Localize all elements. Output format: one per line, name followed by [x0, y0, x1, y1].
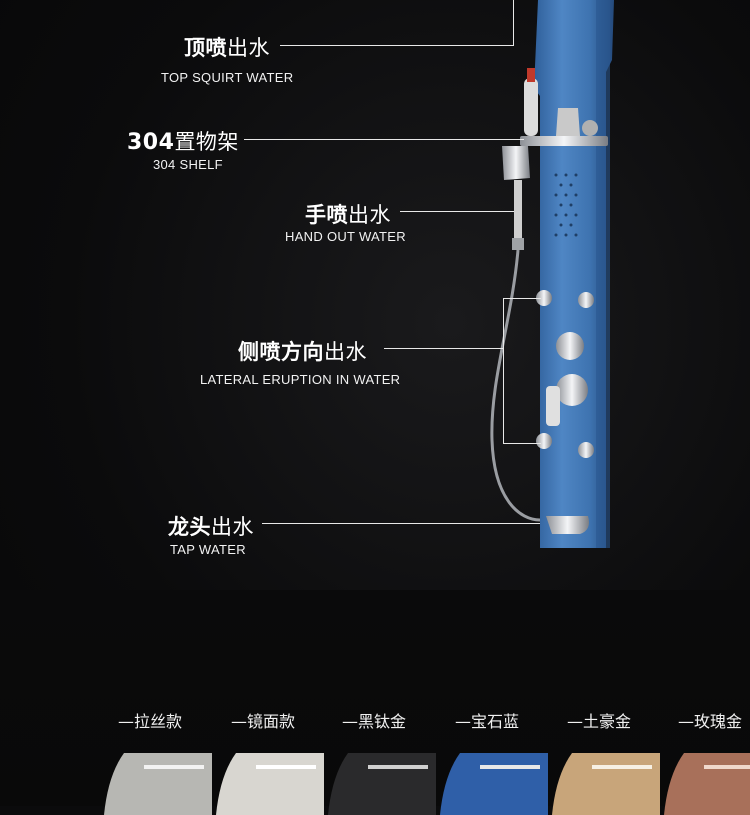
leader-line	[244, 139, 524, 140]
leader-line	[280, 45, 514, 46]
leader-line	[384, 348, 504, 349]
finish-label-rose-gold: —玫瑰金	[678, 712, 743, 731]
callout-shelf-subtitle: 304 SHELF	[153, 157, 223, 172]
finish-label-sapphire-blue: —宝石蓝	[455, 712, 520, 731]
leader-line	[262, 523, 540, 524]
callout-hand-shower-subtitle: HAND OUT WATER	[285, 229, 406, 244]
callout-shelf-title: 304置物架	[127, 130, 239, 155]
leader-line	[400, 211, 514, 212]
leader-line	[513, 0, 514, 46]
finish-label-mirror: —镜面款	[231, 712, 296, 731]
callout-lateral-jets: 侧喷方向出水	[238, 336, 367, 366]
callout-tap-subtitle: TAP WATER	[170, 542, 246, 557]
callout-lateral-jets-title: 侧喷方向出水	[238, 340, 367, 364]
callout-tap-title: 龙头出水	[168, 515, 254, 539]
finish-label-gold: —土豪金	[567, 712, 632, 731]
leader-line	[503, 298, 541, 299]
finish-swatch-black-titanium	[328, 753, 436, 815]
callout-top-squirt-subtitle: TOP SQUIRT WATER	[161, 70, 294, 85]
callout-shelf: 304置物架	[127, 126, 239, 156]
callout-hand-shower-title: 手喷出水	[305, 203, 391, 227]
finish-swatch-rose-gold	[664, 753, 750, 815]
finish-label-brushed: —拉丝款	[118, 712, 183, 731]
callout-tap: 龙头出水	[168, 511, 254, 541]
callout-top-squirt: 顶喷出水	[184, 32, 270, 62]
finish-swatch-brushed	[104, 753, 212, 815]
callout-lateral-jets-subtitle: LATERAL ERUPTION IN WATER	[200, 372, 401, 387]
finish-swatch-sapphire-blue	[440, 753, 548, 815]
finish-swatch-gold	[552, 753, 660, 815]
finish-swatch-mirror	[216, 753, 324, 815]
leader-line	[503, 298, 504, 444]
finish-label-black-titanium: —黑钛金	[342, 712, 407, 731]
callout-hand-shower: 手喷出水	[305, 199, 391, 229]
leader-line	[503, 443, 541, 444]
shower-panel-illustration	[490, 0, 614, 548]
callout-top-squirt-title: 顶喷出水	[184, 36, 270, 60]
